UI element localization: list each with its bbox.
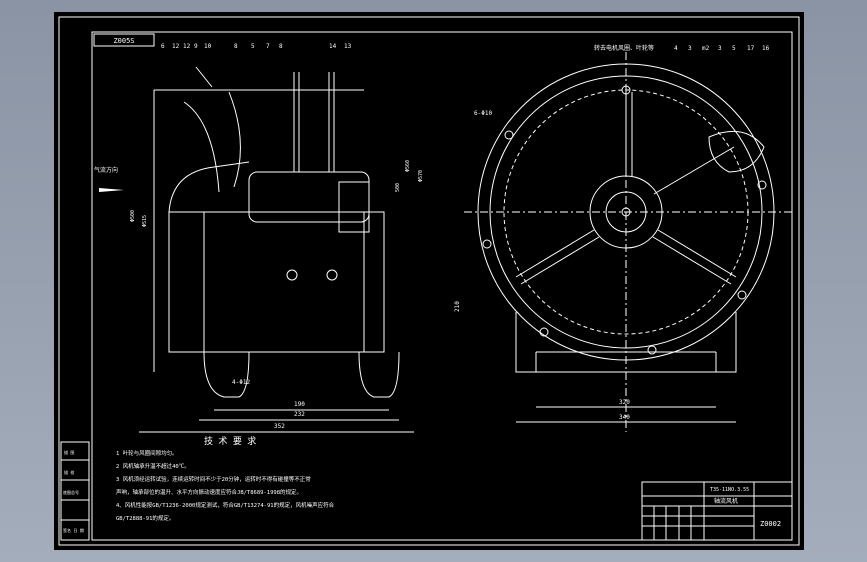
part-number: 3	[688, 45, 692, 52]
base-frame	[515, 312, 737, 373]
part-number: 14	[329, 43, 337, 50]
flange-holes	[482, 85, 767, 355]
bolt-hole-2	[326, 269, 338, 281]
part-number: 12	[183, 43, 191, 50]
part-number: 4	[674, 45, 678, 52]
junction-box	[708, 130, 765, 173]
stamp-text: 描 图	[64, 449, 74, 455]
flange-hole	[737, 290, 747, 300]
note-line: 1 叶轮与风圈间隙均匀。	[116, 449, 178, 457]
note-line: 声响，轴承部位的温升、水平方向振动速度应符合JB/T8689-1998的规定。	[116, 488, 302, 496]
dim-d1: Φ500	[130, 210, 136, 222]
part-number: 3	[718, 45, 722, 52]
side-stamp-box	[60, 441, 90, 541]
part-number: 9	[194, 43, 198, 50]
stamp-text: 签名 日 期	[63, 527, 84, 533]
bolt-hole-1	[286, 269, 298, 281]
note-line: GB/T2888-91的规定。	[116, 514, 174, 522]
part-number: 8	[279, 43, 283, 50]
left-part-numbers: 6 12 12 9 10 8 5 7 8 14 13	[161, 43, 352, 50]
part-number: 6	[161, 43, 165, 50]
part-number: 5	[251, 43, 255, 50]
left-view: 190 232 352 Φ500 Φ515 500 Φ560 Φ570 4-Φ1…	[94, 66, 424, 433]
drawing-sheet: Z005S 190 232 352 Φ500 Φ515 500 Φ	[54, 12, 804, 550]
hole-label-right: 6-Φ10	[474, 110, 492, 117]
flange-hole	[757, 180, 767, 190]
tb-drawing-no: Z0002	[760, 520, 781, 528]
foot-right	[358, 351, 400, 398]
dim-d2: Φ515	[142, 215, 148, 227]
part-number: 16	[762, 45, 770, 52]
part-number: 7	[266, 43, 270, 50]
outer-frame	[58, 16, 800, 546]
dim-h1: 500	[395, 183, 401, 192]
dim-d3: Φ570	[418, 170, 424, 182]
flange-hole	[539, 327, 549, 337]
dim-320-label: 320	[619, 399, 630, 406]
dim-232-label: 232	[294, 411, 305, 418]
technical-notes: 技 术 要 求 1 叶轮与风圈间隙均匀。 2 风机轴承升温不超过40℃。 3 风…	[116, 435, 335, 522]
strut-right-b	[652, 236, 732, 285]
corner-code-box	[93, 33, 155, 47]
corner-code: Z005S	[113, 37, 134, 45]
dim-210-label: 210	[454, 301, 461, 312]
inlet-curve	[168, 161, 250, 213]
blade-section-2	[228, 91, 241, 188]
part-number: m2	[702, 45, 710, 52]
title-block-frame	[641, 481, 793, 541]
airflow-label: 气流方向	[94, 166, 118, 174]
dim-352-label: 352	[274, 423, 285, 430]
stamp-text: 描 校	[64, 469, 74, 475]
strut-left	[515, 229, 595, 278]
right-part-numbers: 4 3 m2 3 5 17 16	[674, 45, 770, 52]
foot-left	[203, 351, 250, 398]
tb-model: T35-11NO.3.55	[710, 487, 749, 493]
strut-left-b	[520, 236, 600, 285]
stamp-text: 底图总号	[63, 489, 79, 495]
blade-section	[183, 101, 220, 193]
note-line: 4、风机性能按GB/T1236-2000规定测试，符合GB/T13274-91的…	[116, 501, 335, 509]
airflow-arrow-icon	[99, 188, 124, 192]
dim-340-label: 340	[619, 414, 630, 421]
casing-body	[168, 211, 385, 353]
dim-h2: Φ560	[405, 160, 411, 172]
flange-hole	[621, 85, 631, 95]
note-line: 3 风机须经运转试验，连续运转时间不少于20分钟，运转时不得有碰撞等不正常	[116, 475, 311, 483]
flange-hole	[504, 130, 514, 140]
engineering-drawing: Z005S 190 232 352 Φ500 Φ515 500 Φ	[58, 16, 800, 546]
part-number: 12	[172, 43, 180, 50]
notes-title: 技 术 要 求	[204, 435, 256, 447]
strut-upper-right	[653, 146, 735, 195]
part-number: 13	[344, 43, 352, 50]
part-number: 17	[747, 45, 755, 52]
part-number: 5	[732, 45, 736, 52]
flange-hole	[482, 239, 492, 249]
right-view-title: 转去电机风圈、叶轮等	[594, 44, 654, 52]
tb-name: 轴流风机	[714, 497, 738, 505]
hub-bolt	[195, 66, 213, 88]
motor-housing	[248, 171, 370, 223]
title-block: T35-11NO.3.55 轴流风机 Z0002	[641, 481, 793, 541]
right-view: 320 340 210 6-Φ10 转去电机风圈、叶轮等	[454, 44, 794, 432]
hole-label-left: 4-Φ12	[232, 379, 250, 386]
side-stamp: 描 图 描 校 底图总号 签名 日 期	[60, 441, 90, 541]
note-line: 2 风机轴承升温不超过40℃。	[116, 462, 190, 470]
part-number: 8	[234, 43, 238, 50]
part-number: 10	[204, 43, 212, 50]
strut-right	[657, 229, 737, 278]
motor-end	[338, 181, 370, 233]
inner-frame	[91, 31, 793, 541]
dim-190-label: 190	[294, 401, 305, 408]
flange-hole	[647, 345, 657, 355]
